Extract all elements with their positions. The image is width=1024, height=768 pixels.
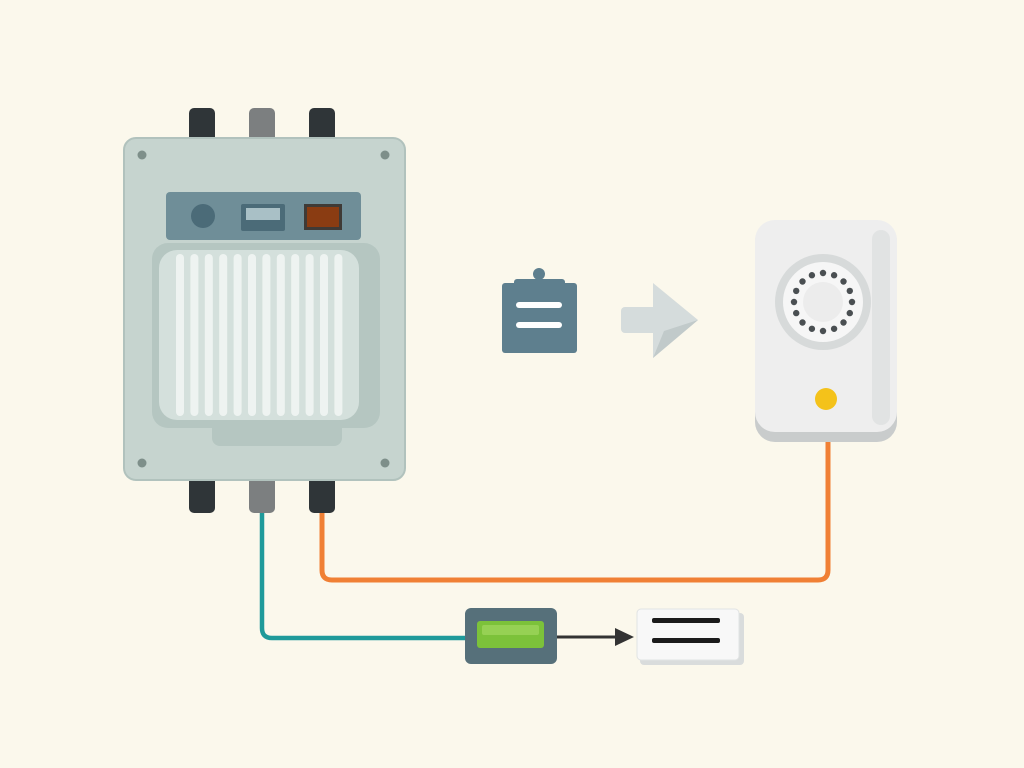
smoke-detector-icon [755,220,897,442]
vent-hole [790,298,798,306]
top-terminal-left [189,108,215,144]
radiator-core [159,250,359,420]
vent-hole [819,327,827,335]
vent-hole [840,278,847,285]
vent-hole [830,272,838,279]
vent-hole [846,309,853,317]
panel-display-screen [246,208,280,220]
battery-module-icon [465,608,557,664]
vent-hole [830,325,838,332]
panel-indicator-light [307,207,339,227]
screw-top-right [380,150,390,160]
radiator-fin [233,254,242,416]
document-line-1 [652,618,720,623]
radiator-fin [248,254,256,416]
vent-hole [793,309,800,317]
vent-hole [808,325,816,332]
teal-wire [259,509,473,641]
bottom-terminal-middle [249,475,275,513]
radiator-fin [262,254,271,416]
vent-hole [840,319,847,326]
detector-side-shade [872,230,890,425]
radiator-fin [176,254,184,416]
vent-hole [799,278,806,285]
clipboard-line-1 [516,302,562,308]
detector-center [803,282,843,322]
module-display-highlight [482,625,539,635]
output-arrow-head [615,628,634,646]
screw-bottom-right [380,458,390,468]
clipboard-body [502,283,577,353]
screw-bottom-left [137,458,147,468]
screw-top-left [137,150,147,160]
radiator-fin [204,254,213,416]
document-card [636,608,740,661]
top-terminal-middle [249,108,275,144]
document-line-2 [652,638,720,643]
detector-led [815,388,837,410]
bottom-terminal-right [309,475,335,513]
vent-hole [799,319,806,326]
vent-hole [848,298,856,306]
radiator-fin [190,254,199,416]
radiator-fin [219,254,228,416]
arrow-head-shade [653,320,698,358]
radiator-fin [305,254,314,416]
clipboard-hook [533,268,545,280]
radiator-base [212,418,342,446]
vent-hole [846,287,853,295]
arrow-shaft [621,307,661,333]
vent-hole [819,269,827,277]
vent-hole [808,272,816,279]
arrow-right-icon [621,283,698,358]
panel-dial-icon [191,204,215,228]
orange-wire [319,437,831,583]
radiator-fin [334,254,343,416]
radiator-fin [276,254,285,416]
top-terminal-right [309,108,335,144]
bottom-terminal-left [189,475,215,513]
clipboard-clip [514,279,565,288]
clipboard-line-2 [516,322,562,328]
clipboard-icon [502,268,577,353]
radiator-fins [176,254,343,416]
transformer-icon [123,108,406,513]
vent-hole [793,287,800,295]
detector-vent-holes [790,269,856,335]
radiator-fin [291,254,300,416]
radiator-fin [320,254,328,416]
document-icon [636,608,744,665]
